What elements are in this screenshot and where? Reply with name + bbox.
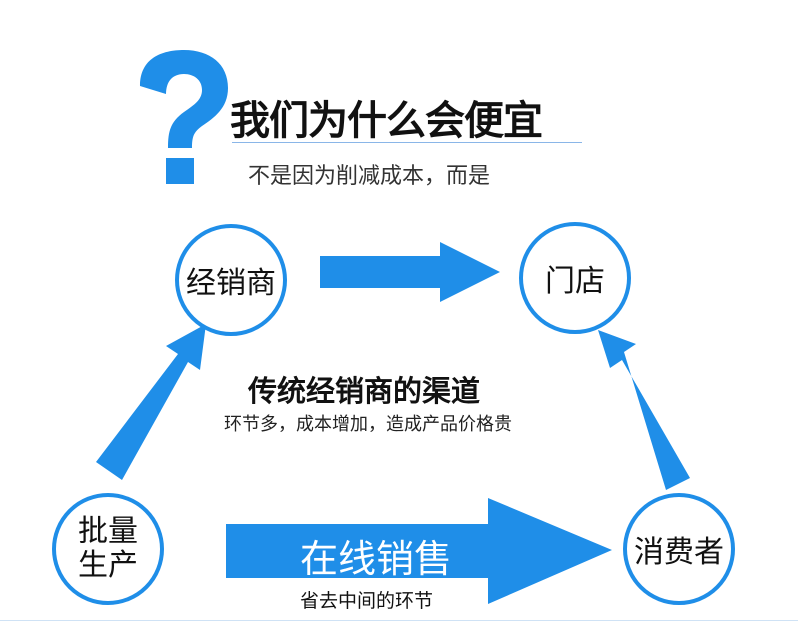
title-divider [232, 142, 582, 143]
bottom-divider [0, 620, 798, 621]
question-mark-icon [140, 50, 228, 184]
arrow-consumer-to-store [598, 330, 690, 490]
online-sales-description: 省去中间的环节 [300, 590, 434, 612]
node-consumer-label: 消费者 [634, 535, 724, 570]
online-sales-label: 在线销售 [300, 537, 453, 581]
node-batch-production-label: 批量 生产 [78, 514, 138, 583]
node-distributor: 经销商 [175, 224, 287, 336]
node-store-label: 门店 [545, 264, 605, 299]
arrow-batch-to-distributor [96, 324, 206, 480]
node-store: 门店 [519, 222, 631, 334]
page-title: 我们为什么会便宜 [230, 98, 543, 144]
traditional-channel-title: 传统经销商的渠道 [248, 374, 481, 408]
node-distributor-label: 经销商 [186, 266, 276, 301]
page-subtitle: 不是因为削减成本，而是 [248, 164, 491, 189]
node-batch-production: 批量 生产 [52, 493, 164, 605]
traditional-channel-description: 环节多，成本增加，造成产品价格贵 [224, 414, 512, 435]
arrow-online-sales [226, 498, 612, 604]
node-consumer: 消费者 [623, 493, 735, 605]
arrow-distributor-to-store [320, 242, 500, 302]
